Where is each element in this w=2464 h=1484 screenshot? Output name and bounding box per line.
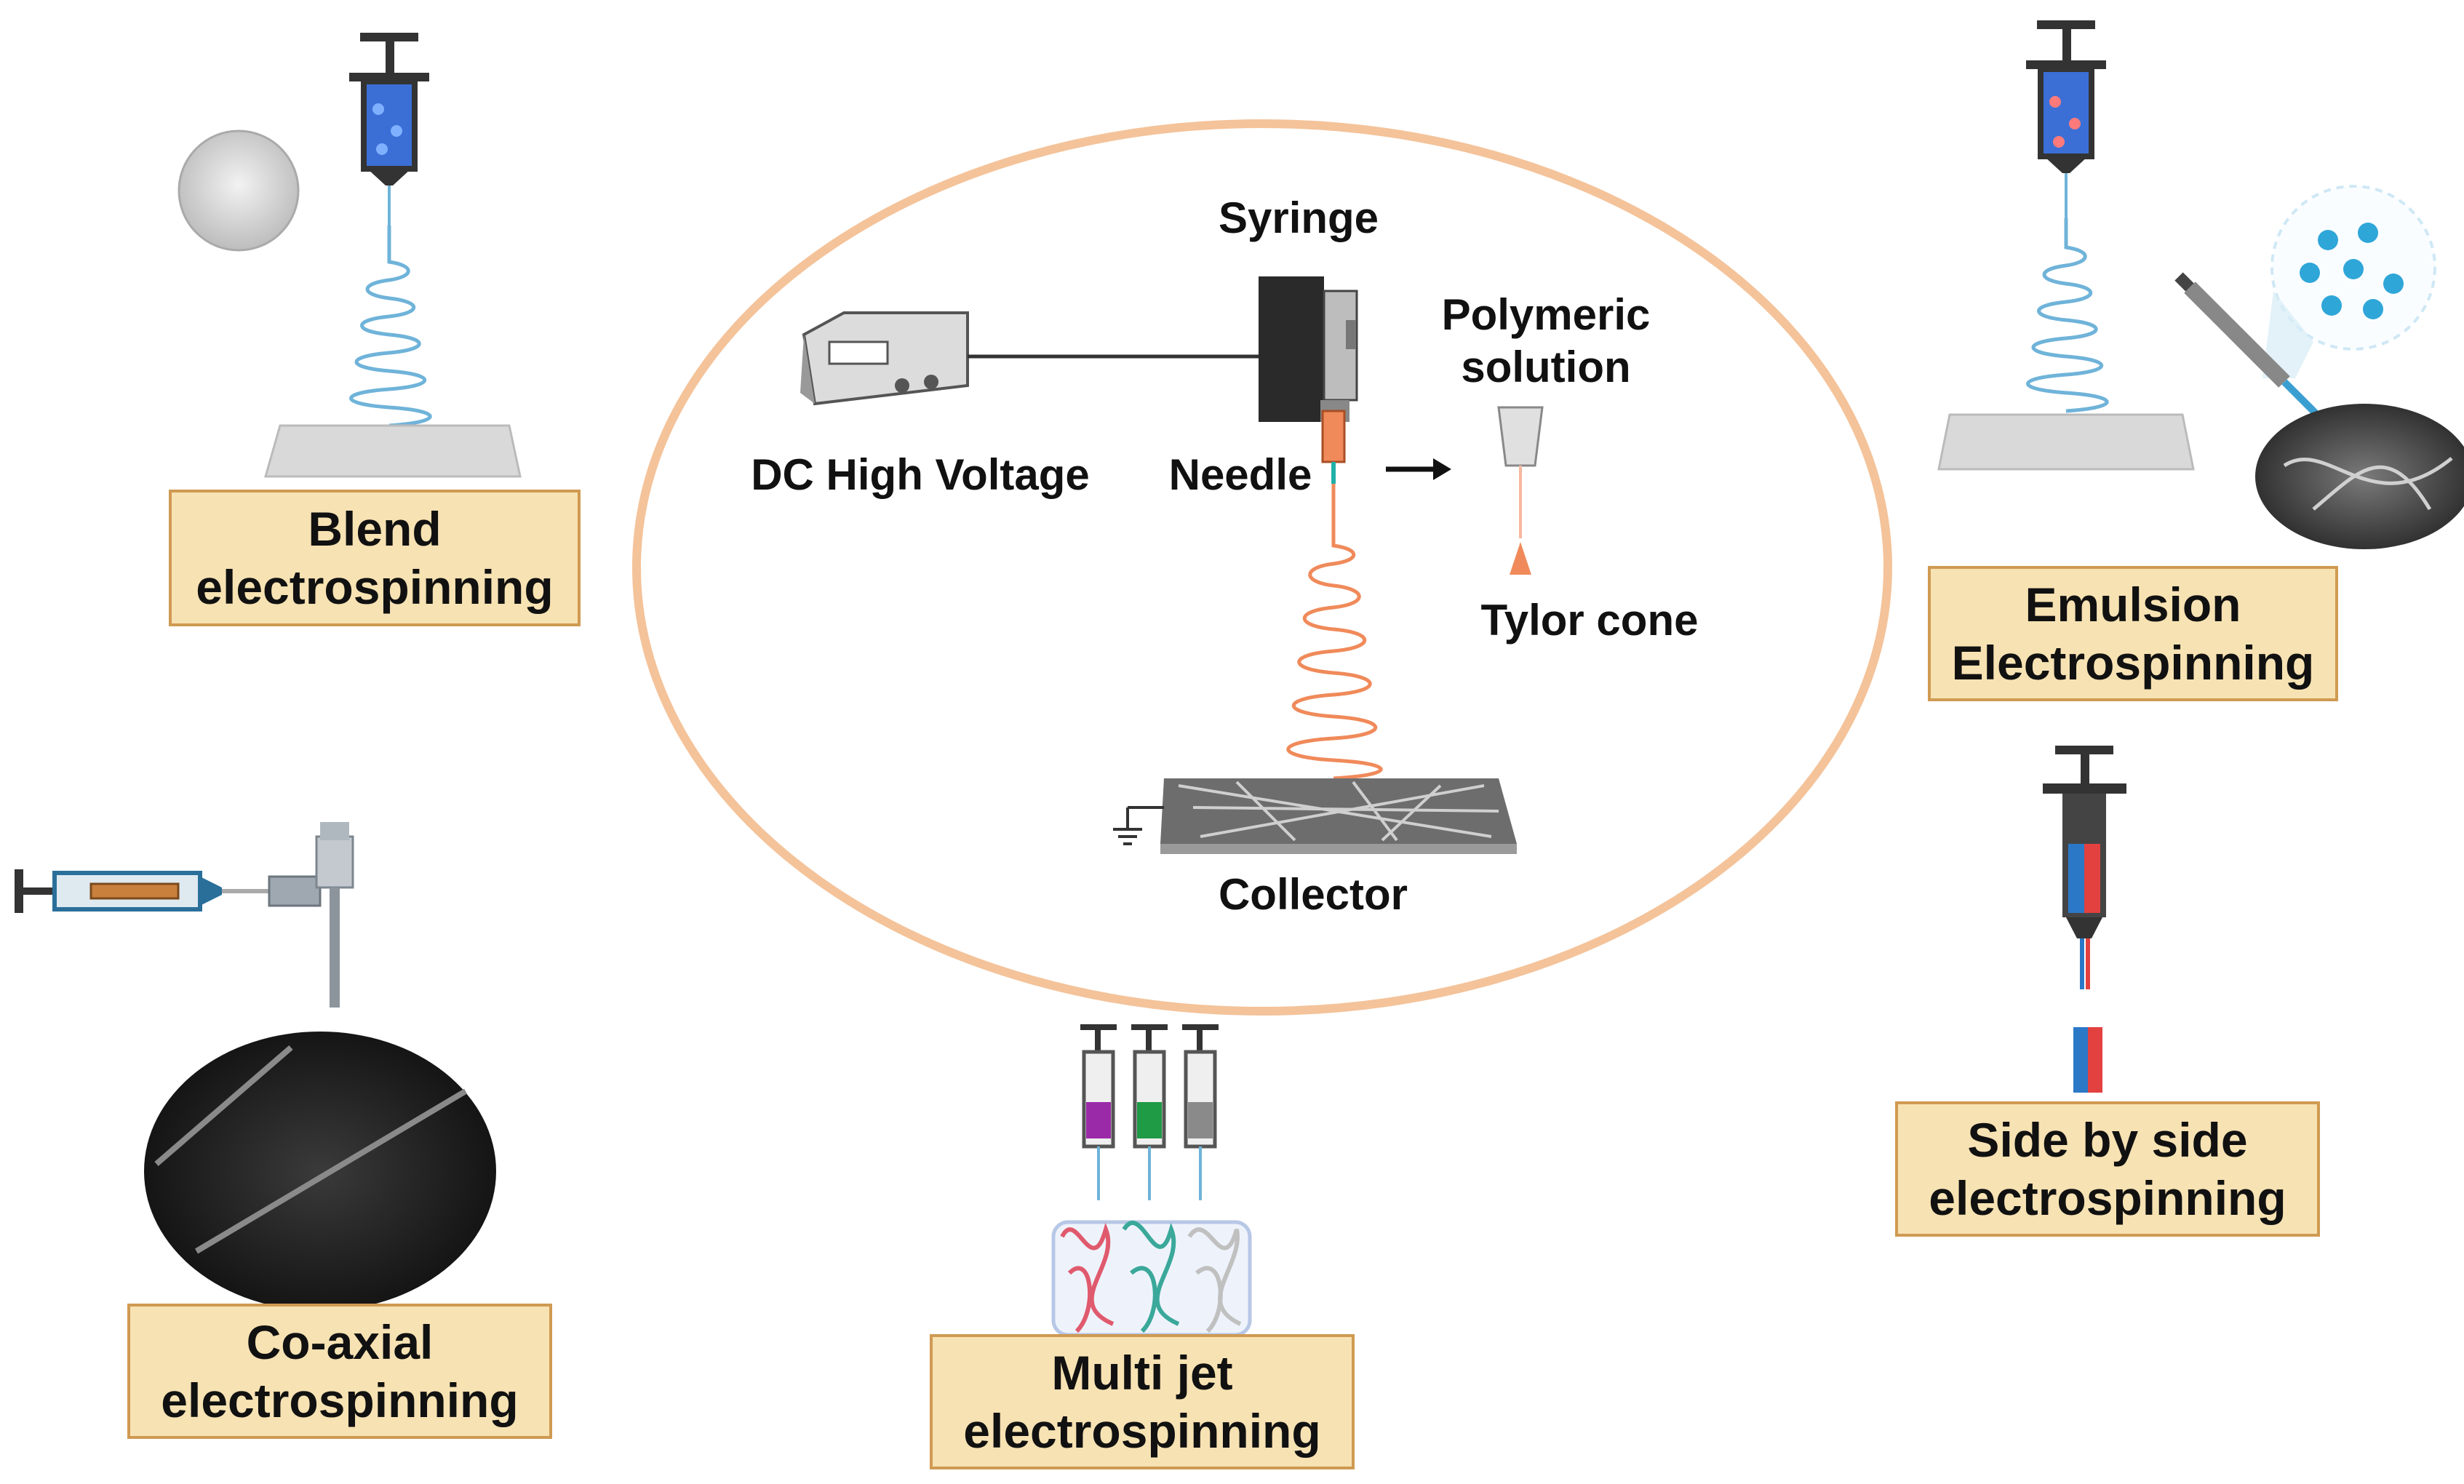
- emulsion-electrospinning-label: Emulsion Electrospinning: [1928, 566, 2338, 701]
- collector-caption: Collector: [1219, 870, 1408, 919]
- central-setup-ellipse: [632, 119, 1892, 1016]
- syringe-caption: Syringe: [1219, 194, 1379, 242]
- arrow-icon: [1386, 458, 1451, 480]
- multijet-label-line2: electrospinning: [963, 1404, 1321, 1458]
- coaxial-sem-image: [144, 1032, 496, 1311]
- emulsion-syringe-icon: [2026, 20, 2106, 218]
- side-by-side-electrospinning-label: Side by side electrospinning: [1895, 1101, 2320, 1237]
- emulsion-droplets: [2300, 223, 2404, 319]
- multi-jet-fiber-mat: [1051, 1220, 1252, 1337]
- tylor-cone-caption: Tylor cone: [1481, 596, 1699, 645]
- emulsion-small-syringe-icon: [2174, 272, 2320, 418]
- emulsion-label-line1: Emulsion: [2025, 578, 2241, 631]
- blend-syringe-icon: [349, 33, 429, 226]
- sidebyside-label-line2: electrospinning: [1929, 1171, 2286, 1225]
- side-by-side-syringe-icon: [2043, 746, 2126, 1093]
- blend-fiber-disc-icon: [178, 129, 300, 252]
- polymeric-caption-line1: Polymeric: [1442, 290, 1651, 339]
- multijet-label-line1: Multi jet: [1051, 1346, 1233, 1400]
- dc-high-voltage-caption: DC High Voltage: [751, 450, 1090, 499]
- blend-label-line1: Blend: [308, 502, 442, 556]
- sidebyside-label-line1: Side by side: [1967, 1113, 2248, 1167]
- jet-spiral-orange: [1286, 484, 1383, 781]
- polymeric-caption-line2: solution: [1461, 343, 1630, 391]
- multi-jet-syringes-icon: [1080, 1024, 1219, 1200]
- blend-collector: [264, 424, 522, 478]
- blend-jet-spiral: [349, 226, 432, 428]
- needle-caption: Needle: [1169, 450, 1312, 499]
- syringe-pump-icon: [1259, 276, 1358, 484]
- blend-label-line2: electrospinning: [196, 560, 554, 614]
- emulsion-jet-spiral: [2026, 218, 2109, 413]
- emulsion-label-line2: Electrospinning: [1951, 636, 2315, 690]
- collector-plate: [1160, 778, 1517, 854]
- ground-icon: [1113, 806, 1164, 845]
- coaxial-label-line2: electrospinning: [161, 1373, 519, 1427]
- emulsion-magnifier-cone: [2262, 291, 2313, 378]
- multi-jet-electrospinning-label: Multi jet electrospinning: [930, 1334, 1355, 1469]
- emulsion-collector: [1937, 413, 2195, 471]
- taylor-cone-icon: [1497, 406, 1544, 575]
- coaxial-electrospinning-label: Co-axial electrospinning: [127, 1304, 552, 1439]
- coaxial-syringe-icon: [15, 822, 354, 1008]
- dc-high-voltage-icon: [800, 311, 969, 406]
- blend-electrospinning-label: Blend electrospinning: [169, 490, 581, 626]
- coaxial-label-line1: Co-axial: [246, 1315, 434, 1369]
